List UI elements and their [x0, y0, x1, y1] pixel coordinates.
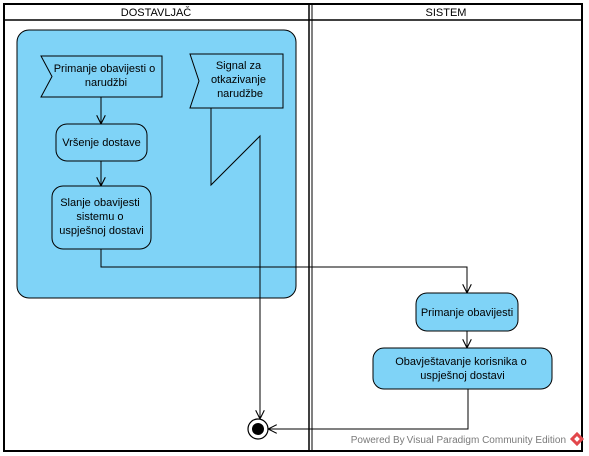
svg-text:Obavještavanje korisnika o: Obavještavanje korisnika o uspješnoj dos… — [395, 356, 530, 382]
action-notify-customer[interactable]: Obavještavanje korisnika o uspješnoj dos… — [372, 347, 553, 390]
flow-send-notice-to-receive-notice[interactable] — [100, 249, 467, 292]
lane-header-dostavljac: DOSTAVLJAČ — [121, 6, 192, 19]
lane-header-sistem: SISTEM — [426, 7, 467, 19]
action-delivery[interactable]: Vršenje dostave — [55, 123, 148, 162]
svg-text:Slanje obavijesti sistem: Slanje obavijesti sistemu o uspješnoj do… — [59, 197, 143, 237]
action-delivery-label: Vršenje dostave — [62, 137, 140, 149]
action-notify-customer-line1: Obavještavanje korisnika o — [395, 356, 526, 368]
action-receive-notice[interactable]: Primanje obavijesti — [415, 292, 519, 332]
accept-event-order-notice-line2: narudžbi — [85, 77, 127, 89]
action-send-notice[interactable]: Slanje obavijesti sistemu o uspješnoj do… — [51, 185, 152, 250]
accept-event-order-notice[interactable]: Primanje obavijesti o narudžbi — [40, 55, 163, 98]
action-receive-notice-label: Primanje obavijesti — [421, 307, 513, 319]
interrupting-edge[interactable] — [210, 108, 260, 418]
accept-event-cancel-signal[interactable]: Signal za otkazivanje narudžbe — [189, 53, 284, 109]
accept-event-cancel-signal-line1: Signal za — [216, 60, 262, 72]
activity-final-node[interactable] — [247, 418, 269, 440]
accept-event-cancel-signal-line3: narudžbe — [217, 88, 263, 100]
action-notify-customer-line2: uspješnoj dostavi — [420, 370, 504, 382]
visual-paradigm-logo-icon — [569, 431, 585, 447]
svg-text:Primanje obavijesti o na: Primanje obavijesti o narudžbi — [54, 63, 159, 89]
action-send-notice-line1: Slanje obavijesti — [60, 197, 140, 209]
accept-event-order-notice-line1: Primanje obavijesti o — [54, 63, 156, 75]
svg-text:Signal za otkazivanje: Signal za otkazivanje narudžbe — [211, 60, 269, 100]
action-send-notice-line3: uspješnoj dostavi — [59, 225, 143, 237]
watermark-text: Powered By Visual Paradigm Community Edi… — [351, 435, 566, 446]
accept-event-cancel-signal-line2: otkazivanje — [211, 74, 266, 86]
flow-notify-customer-to-final[interactable] — [269, 389, 469, 429]
action-send-notice-line2: sistemu o — [76, 211, 123, 223]
